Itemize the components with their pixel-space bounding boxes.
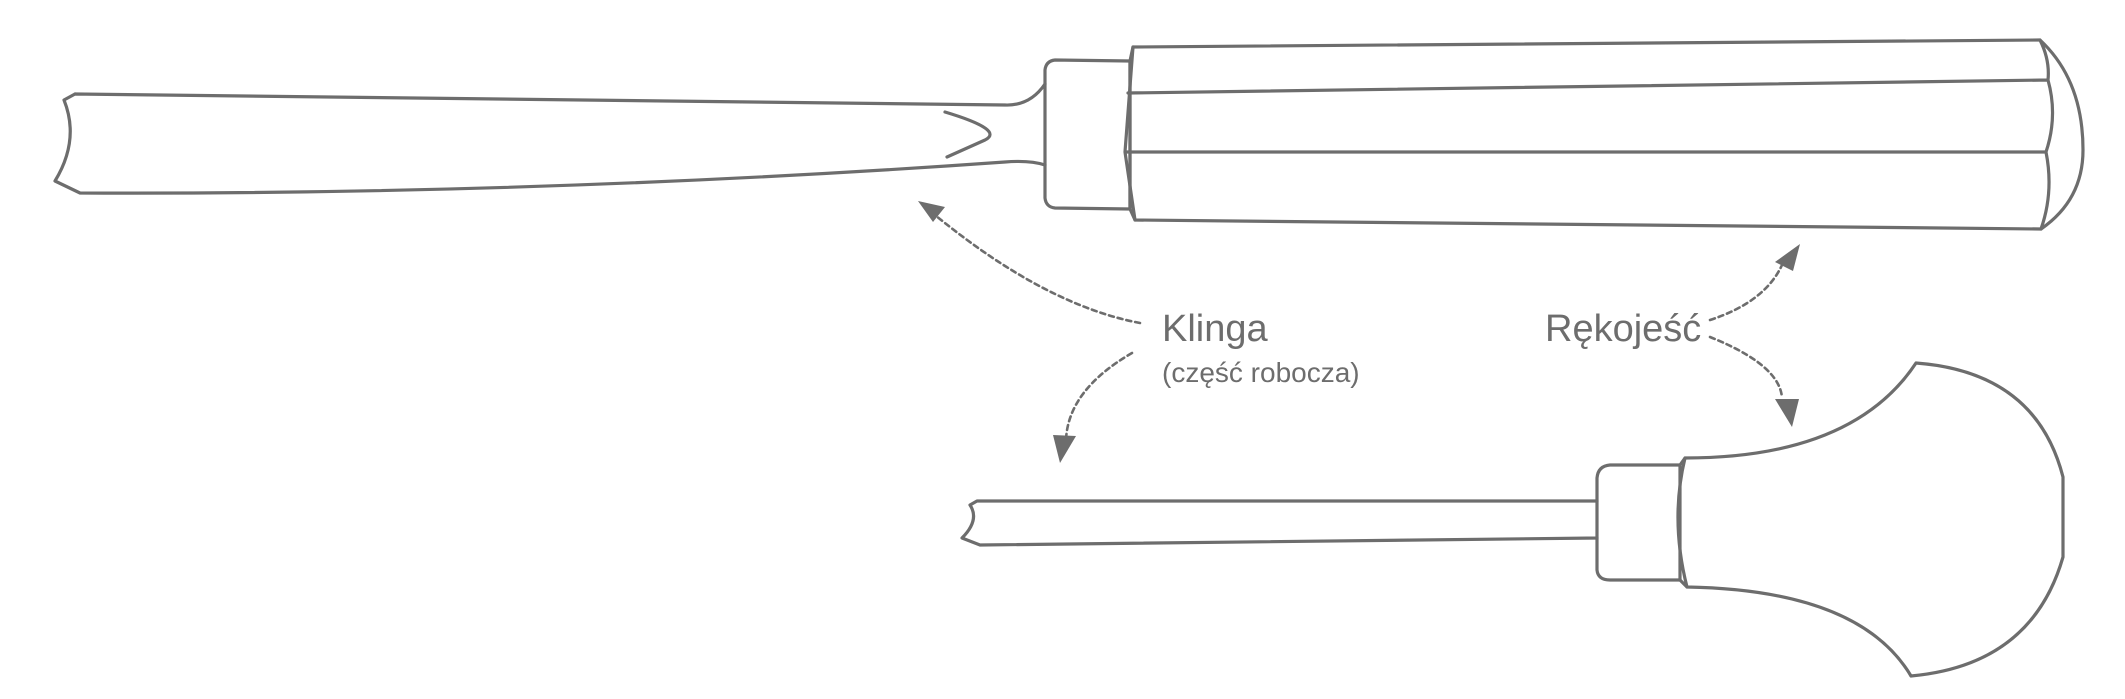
chisel-short-blade — [960, 499, 1599, 547]
chisel-short-ferrule — [1595, 463, 1682, 582]
chisel-short-handle-seam — [1676, 456, 1689, 589]
leader-blade-top — [933, 213, 1142, 325]
label-blade-note: (część robocza) — [1162, 357, 1360, 388]
arrowhead-blade-bottom — [1053, 435, 1076, 463]
chisel-long-ferrule — [1043, 58, 1132, 211]
chisel-long-blade — [53, 82, 1047, 195]
chisel-long — [53, 38, 2085, 231]
chisel-long-handle — [1128, 38, 2085, 231]
label-handle: Rękojeść — [1545, 308, 1701, 350]
chisel-long-blade-tip-curve — [943, 110, 992, 159]
label-blade: Klinga — [1162, 308, 1268, 350]
arrowhead-blade-top — [918, 201, 945, 222]
chisel-short-handle — [1678, 361, 2065, 678]
leader-handle-bottom — [1708, 335, 1784, 400]
arrowhead-handle-bottom — [1775, 399, 1799, 427]
arrowhead-handle-top — [1775, 244, 1800, 271]
leader-lines — [918, 201, 1800, 463]
chisel-long-handle-facets — [1123, 38, 2055, 231]
chisel-short — [960, 361, 2065, 678]
leader-handle-top — [1708, 263, 1784, 322]
leader-blade-bottom — [1064, 351, 1134, 442]
